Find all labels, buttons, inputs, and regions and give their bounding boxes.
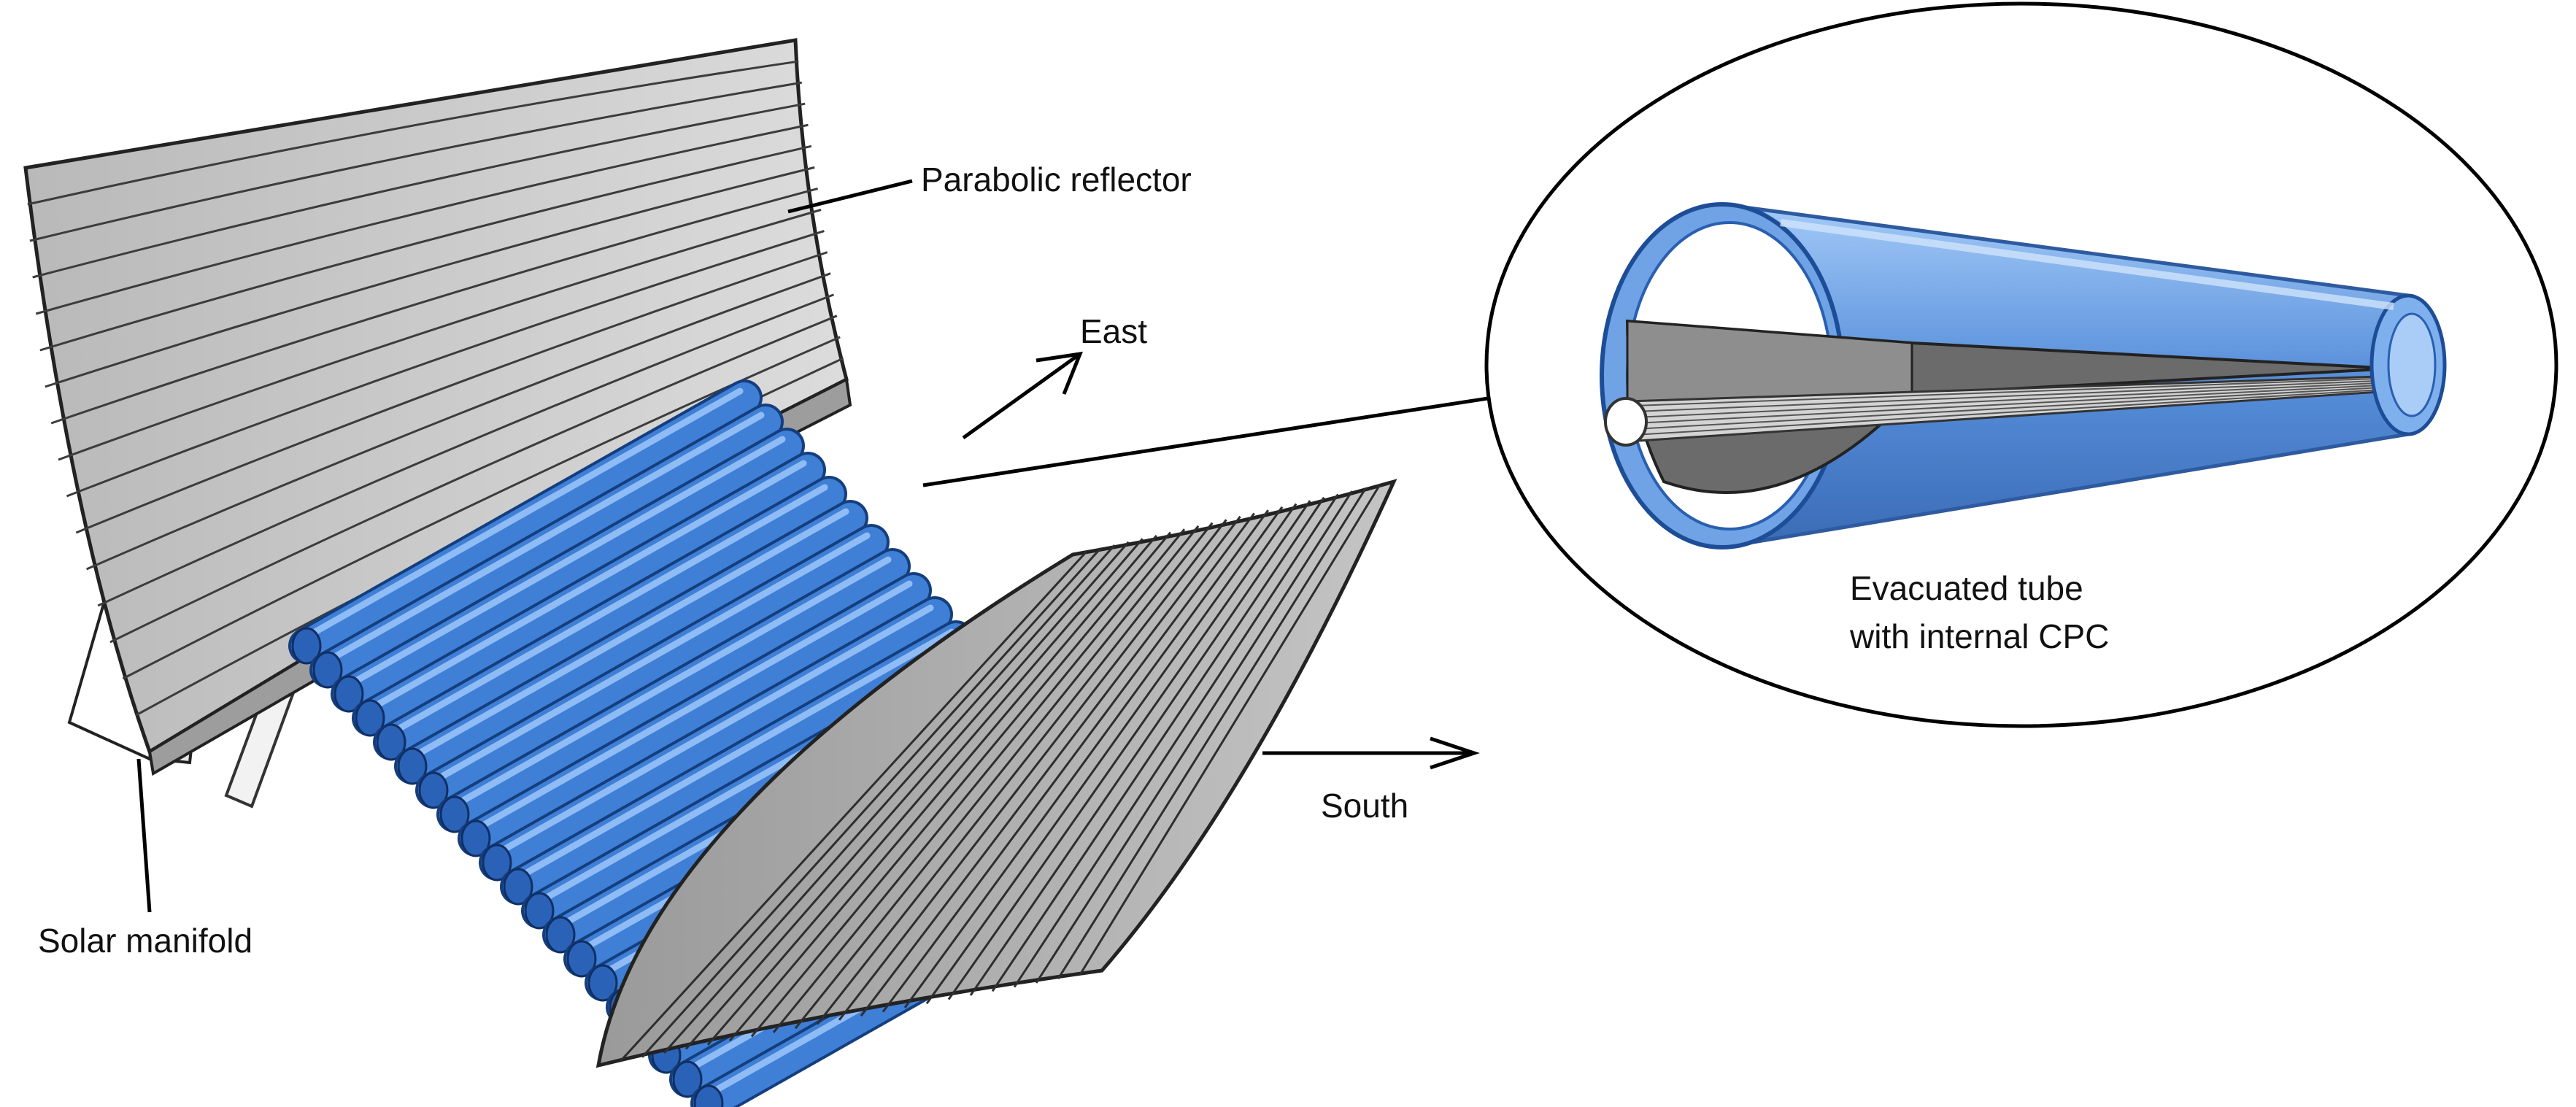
solar-manifold-label: Solar manifold (38, 922, 252, 960)
front-reflector-facet-line (750, 531, 1172, 1038)
evacuated-tube (352, 452, 826, 737)
evacuated-tube (373, 476, 847, 761)
front-reflector-facet-line (969, 500, 1311, 996)
reflector-facet-line (109, 315, 838, 644)
reflector-facet-line (58, 209, 822, 461)
evacuated-tube (479, 596, 953, 882)
front-reflector-facet-line (947, 503, 1297, 1000)
evacuated-tube (500, 620, 974, 906)
evacuated-tube (394, 500, 868, 785)
evacuated-tube (458, 572, 932, 857)
detail-leader (922, 396, 1493, 487)
front-reflector-facet-line (641, 547, 1102, 1058)
reflector-facet-line (66, 230, 825, 498)
front-reflector-facet-line (816, 522, 1214, 1025)
reflector-facet-line (50, 187, 819, 425)
front-reflector-facet-line (728, 534, 1157, 1042)
evacuated-tube (415, 524, 890, 809)
front-reflector-facet-line (663, 544, 1116, 1054)
front-reflector-facet-line (860, 515, 1241, 1017)
reflector-facet-line (35, 123, 809, 315)
front-reflector-facet-line (903, 509, 1270, 1008)
east-label: East (1080, 312, 1147, 350)
front-reflector-facet-line (1013, 493, 1339, 988)
leader-lines (136, 179, 1493, 913)
front-reflector-facet-line (619, 550, 1088, 1062)
front-reflector-facet-line (925, 506, 1284, 1005)
south-label: South (1321, 787, 1408, 825)
front-reflector-facet-line (882, 512, 1255, 1013)
front-reflector-facet-lines (619, 484, 1381, 1062)
reflector-facet-line (27, 60, 799, 206)
evacuated-tube (288, 379, 763, 665)
manifold-leader (136, 758, 152, 913)
front-reflector-facet-line (706, 538, 1144, 1046)
front-reflector-facet-line (1057, 487, 1368, 980)
evacuated-tube (436, 548, 911, 833)
reflector-facet-line (45, 166, 815, 388)
east-arrow-icon (962, 351, 1083, 440)
front-reflector-facet-line (772, 528, 1186, 1033)
front-reflector-icon (595, 479, 1397, 1068)
reflector-facet-line (39, 144, 812, 352)
reflector-facet-line (97, 293, 835, 607)
front-reflector-facet-line (838, 519, 1227, 1021)
parabolic-reflector-label: Parabolic reflector (921, 161, 1192, 198)
evacuated-tube-icon (1600, 202, 2447, 549)
front-reflector-facet-line (1035, 490, 1353, 984)
front-reflector-facet-line (685, 541, 1130, 1050)
south-arrow-icon (1262, 736, 1480, 770)
reflector-leader (787, 179, 913, 214)
evacuated-tube (331, 428, 805, 713)
reflector-facet-line (75, 251, 828, 534)
evacuated-tube-label-line1: Evacuated tube (1850, 569, 2083, 607)
reflector-facet-line (86, 272, 831, 571)
evacuated-tube (309, 404, 784, 689)
front-reflector-facet-line (1079, 484, 1381, 976)
evacuated-tube-label-line2: with internal CPC (1849, 617, 2109, 655)
reflector-facet-line (32, 102, 806, 279)
front-reflector-facet-line (794, 525, 1200, 1030)
front-reflector-facet-line (991, 496, 1325, 992)
detail-callout-icon (1484, 1, 2558, 728)
reflector-facet-line (29, 81, 802, 242)
